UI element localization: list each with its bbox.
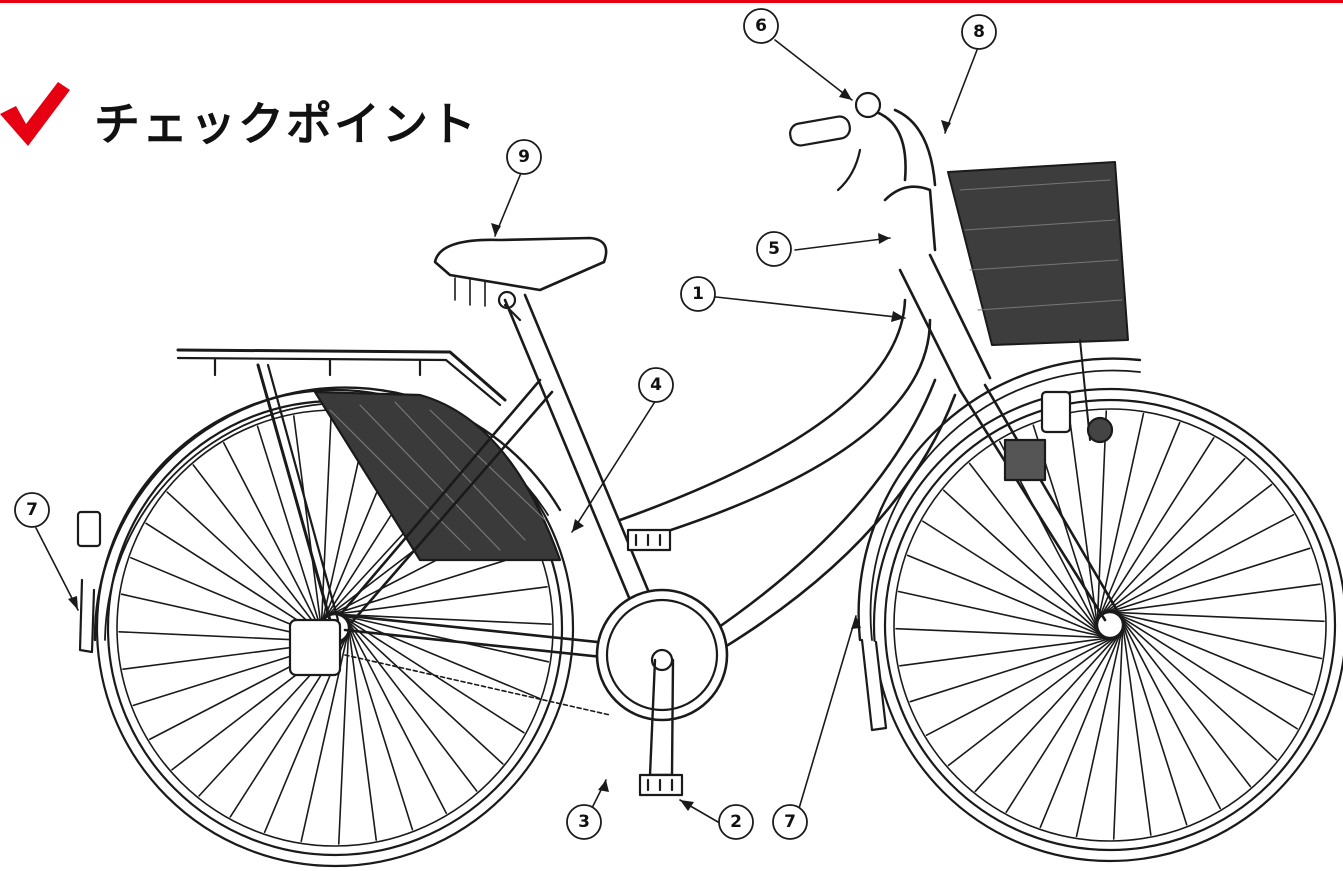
spoke — [906, 554, 1109, 639]
rear-carrier — [176, 348, 507, 622]
spoke — [346, 620, 414, 831]
page-title: チェックポイント — [94, 97, 478, 151]
front-fender — [857, 357, 1142, 642]
callout-2-label: 2 — [730, 812, 742, 832]
spoke — [968, 462, 1103, 636]
callout-3-label: 3 — [578, 812, 590, 832]
front-wheel — [872, 387, 1343, 863]
spoke — [1005, 628, 1124, 813]
callout-9-label: 9 — [518, 147, 530, 167]
spoke — [974, 630, 1123, 793]
header-rule — [0, 0, 1343, 3]
callout-5-label: 5 — [768, 239, 780, 259]
spoke — [1119, 615, 1222, 810]
chain-guard-dress — [313, 390, 562, 562]
callout-arrowheads — [68, 88, 951, 811]
callout-4-label: 4 — [650, 375, 662, 395]
spoke — [1111, 611, 1314, 696]
spoke — [1075, 624, 1124, 838]
spoke — [344, 618, 448, 814]
callout-leaders — [35, 39, 978, 823]
spoke — [1097, 457, 1246, 620]
spoke — [947, 632, 1121, 767]
callout-4: 4 — [638, 367, 674, 403]
spoke — [1096, 437, 1215, 622]
chain — [344, 654, 611, 716]
spoke — [1120, 617, 1188, 826]
callout-3: 3 — [566, 804, 602, 840]
spoke — [331, 613, 552, 626]
callout-9: 9 — [506, 139, 542, 175]
callout-7-rear-label: 7 — [26, 500, 38, 520]
spoke — [341, 615, 504, 765]
spoke — [1100, 513, 1295, 616]
callout-2: 2 — [718, 804, 754, 840]
callout-8-label: 8 — [973, 22, 985, 42]
spoke — [897, 590, 1111, 639]
spoke — [1115, 612, 1278, 761]
spoke — [338, 614, 525, 734]
spoke — [909, 635, 1118, 703]
callout-8: 8 — [961, 14, 997, 50]
spoke — [337, 624, 350, 845]
callout-6-label: 6 — [755, 16, 767, 36]
callout-1-label: 1 — [692, 284, 704, 304]
callout-7-front-label: 7 — [784, 812, 796, 832]
spoke — [334, 613, 550, 663]
spoke — [1096, 410, 1108, 629]
spoke — [1039, 626, 1124, 829]
spoke — [222, 442, 326, 638]
spoke — [1099, 483, 1273, 618]
spoke — [292, 415, 323, 634]
front-basket — [947, 161, 1129, 441]
spoke — [1109, 611, 1323, 660]
spoke — [1117, 614, 1252, 788]
callout-6: 6 — [743, 8, 779, 44]
spoke — [899, 636, 1116, 667]
spoke — [1096, 421, 1181, 624]
spoke — [1096, 412, 1145, 626]
front-lamp-dynamo — [1003, 390, 1114, 482]
spoke — [347, 622, 378, 841]
spoke — [166, 491, 329, 641]
callout-7-front: 7 — [772, 804, 808, 840]
spoke — [1102, 547, 1311, 615]
spoke — [1068, 414, 1099, 631]
callout-1: 1 — [680, 276, 716, 312]
tail-reflector — [76, 510, 102, 548]
spoke — [942, 489, 1105, 638]
spoke — [329, 585, 548, 616]
spoke — [327, 549, 538, 617]
spoke — [925, 634, 1120, 737]
spoke — [192, 464, 327, 640]
spoke — [922, 520, 1107, 639]
spoke — [336, 613, 541, 700]
spoke — [343, 616, 478, 792]
handlebar — [789, 91, 937, 252]
callout-7-rear: 7 — [14, 492, 50, 528]
spoke — [895, 627, 1114, 639]
spoke — [1113, 611, 1298, 730]
spoke — [256, 425, 324, 636]
spoke — [1104, 583, 1321, 614]
spoke — [1106, 611, 1325, 623]
crankset — [595, 528, 729, 797]
checkmark-icon — [0, 82, 70, 146]
spoke — [1112, 621, 1124, 840]
spoke — [1121, 619, 1152, 836]
saddle — [433, 236, 608, 322]
callout-5: 5 — [756, 231, 792, 267]
